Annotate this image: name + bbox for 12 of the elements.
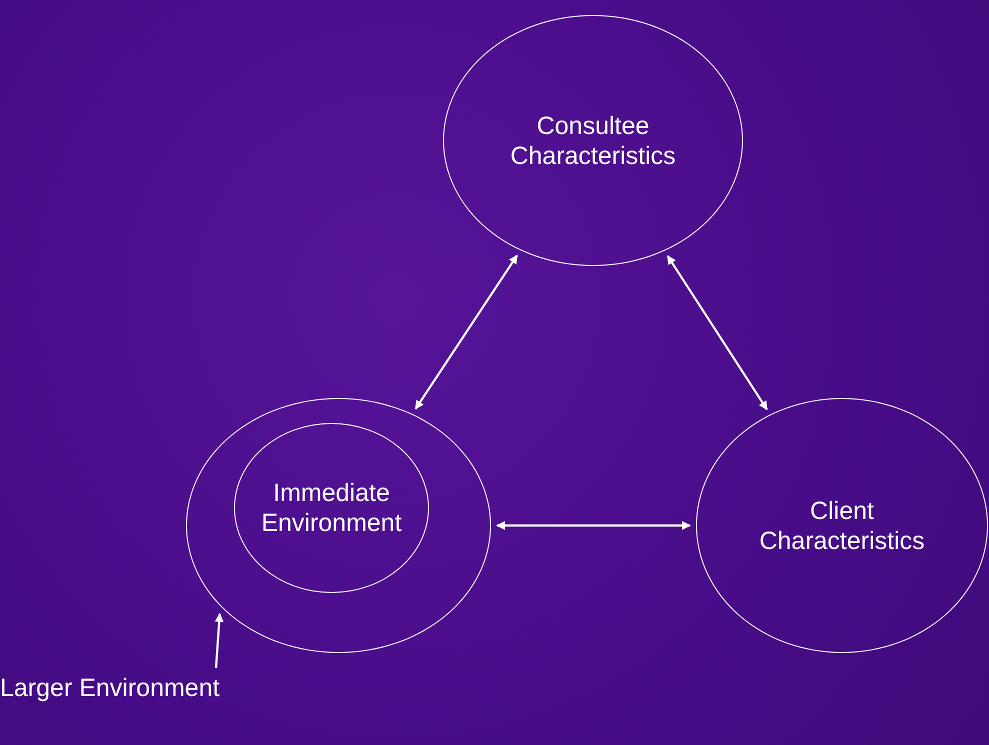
ellipse [234,423,429,593]
leader-line [214,612,224,668]
node-label: Consultee Characteristics [509,110,677,170]
ellipse [186,398,491,653]
node-label: Immediate Environment [260,478,403,538]
node-label: Client Characteristics [758,496,926,556]
ellipse [696,398,988,653]
callout-text: Larger Environment [0,672,240,704]
double-arrow [496,521,691,530]
ellipse [443,15,743,266]
double-arrow [666,255,768,410]
double-arrow [414,254,518,410]
